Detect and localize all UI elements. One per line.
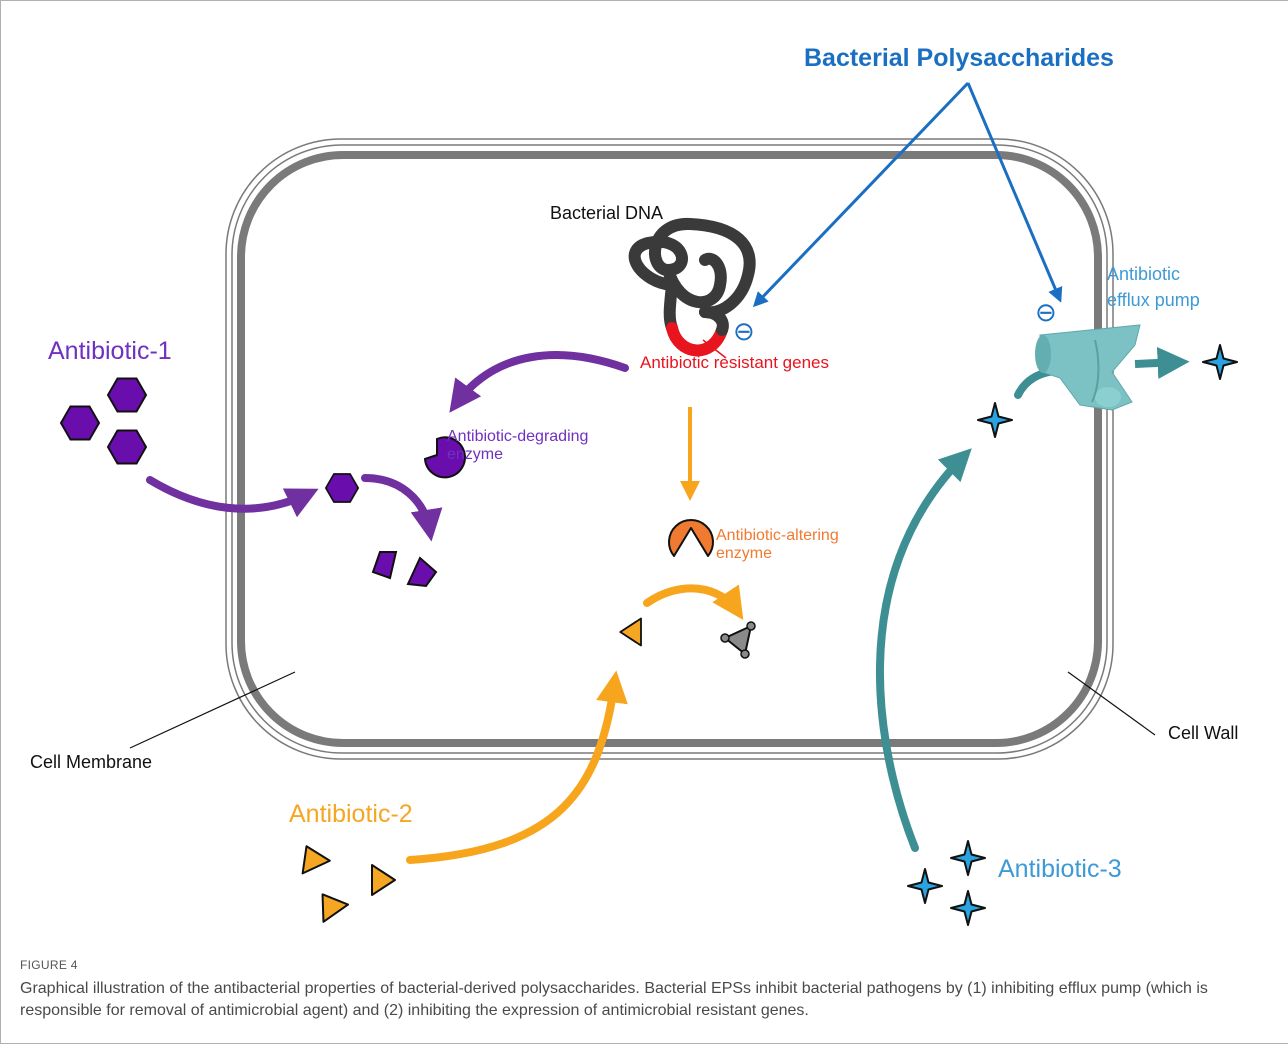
dna-inhibit-symbol: ⊖ <box>733 316 755 346</box>
pump-inhibit-symbol: ⊖ <box>1035 297 1057 327</box>
antibiotic-3-entry-arrow <box>876 448 972 852</box>
antibiotic-3-inside <box>977 402 1013 438</box>
degrading-enzyme-label-line2: enzyme <box>447 446 504 463</box>
diagram-canvas <box>60 81 1238 926</box>
antibiotic-1-label: Antibiotic-1 <box>48 337 172 365</box>
antibiotic-3-molecules <box>907 840 986 926</box>
antibiotic-1-inside <box>325 473 359 503</box>
cell-wall-label: Cell Wall <box>1168 723 1239 743</box>
degrading-enzyme-icon <box>423 436 466 479</box>
degradation-arrow <box>361 474 443 542</box>
cell-membrane-pointer <box>129 671 296 749</box>
alteration-arrow <box>643 584 744 620</box>
cell-membrane-label: Cell Membrane <box>30 752 153 772</box>
figure-label: FIGURE 4 <box>20 958 78 972</box>
degraded-antibiotic-1 <box>371 551 438 588</box>
cell-wall-pointer <box>1067 671 1156 736</box>
antibiotic-2-entry-arrow <box>406 670 628 864</box>
altering-enzyme-icon <box>668 519 714 557</box>
efflux-pump-icon <box>1035 324 1141 411</box>
efflux-pump-label-line1: Antibiotic <box>1107 264 1181 284</box>
antibiotic-2-inside <box>619 617 642 647</box>
bacterial-polysaccharides-label: Bacterial Polysaccharides <box>804 44 1114 72</box>
efflux-exit-arrow <box>1134 347 1190 379</box>
figure-caption: Graphical illustration of the antibacter… <box>20 980 1208 1019</box>
cell-envelope <box>225 138 1114 760</box>
resistant-gene-segment <box>666 322 728 357</box>
resistant-genes-label: Antibiotic resistant genes <box>640 353 829 372</box>
antibiotic-2-molecules <box>291 838 396 923</box>
resistant-genes-pointer <box>702 339 727 359</box>
degrading-enzyme-label-line1: Antibiotic-degrading <box>447 428 589 445</box>
antibiotic-3-effluxed <box>1202 344 1238 380</box>
polysaccharide-arrow-to-pump <box>966 82 1063 303</box>
antibiotic-1-molecules <box>60 377 147 465</box>
bacterial-dna <box>628 218 756 357</box>
antibiotic-2-label: Antibiotic-2 <box>289 800 413 828</box>
bacterial-dna-label: Bacterial DNA <box>550 203 664 223</box>
antibiotic-1-entry-arrow <box>146 476 319 518</box>
cell-membrane <box>237 151 1102 747</box>
cell-wall-outer <box>225 138 1114 760</box>
altered-antibiotic-2 <box>720 621 756 659</box>
cell-wall-inner <box>231 144 1108 754</box>
antibiotic-3-label: Antibiotic-3 <box>998 855 1122 883</box>
polysaccharide-arrow-to-dna <box>752 81 970 308</box>
altering-enzyme-label-line1: Antibiotic-altering <box>716 527 839 544</box>
altering-enzyme-label-line2: enzyme <box>716 545 773 562</box>
efflux-pump-label-line2: efflux pump <box>1107 290 1200 310</box>
gene-to-degrading-enzyme-arrow <box>449 351 629 413</box>
